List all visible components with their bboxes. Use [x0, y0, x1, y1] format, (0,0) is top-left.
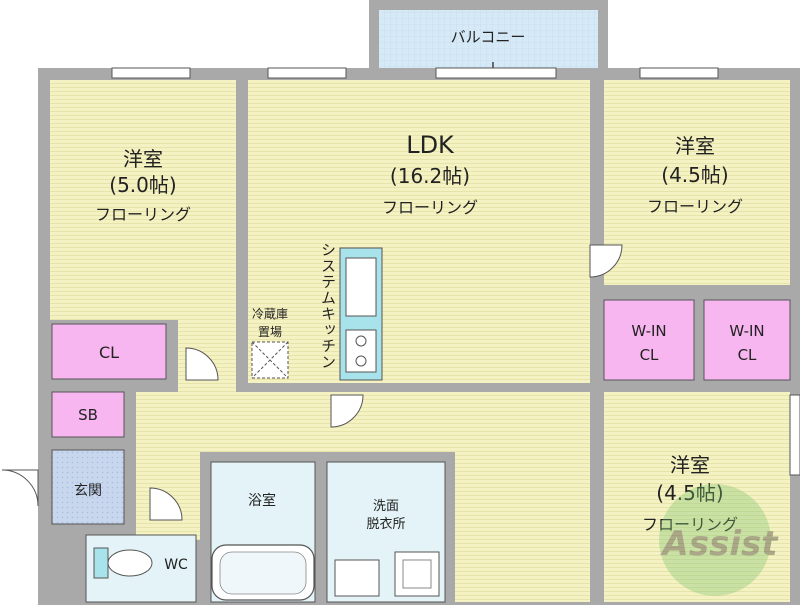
- shoe-box: [51, 391, 125, 438]
- ldk-name: LDK: [406, 131, 455, 159]
- wash-basin: [334, 559, 380, 597]
- interior-doors: [149, 244, 623, 521]
- ldk-floor: フローリング: [382, 198, 478, 217]
- ldk-room: [248, 80, 590, 383]
- ldk-size: (16.2帖): [390, 164, 470, 188]
- ldk-lower: [455, 450, 590, 602]
- shoe-box-label: SB: [78, 406, 98, 424]
- walk-in-right-line2: CL: [738, 346, 757, 364]
- walk-in-left-line1: W-IN: [631, 322, 666, 340]
- bath-label: 浴室: [248, 492, 276, 509]
- entrance-floor: [51, 449, 125, 525]
- western-bottom-right-name: 洋室: [670, 453, 710, 477]
- western-bottom-right-floor: フローリング: [642, 515, 738, 534]
- windows: [111, 67, 800, 476]
- western-left-floor: フローリング: [95, 205, 191, 224]
- western-left-name: 洋室: [123, 147, 163, 171]
- western-left-size: (5.0帖): [109, 173, 176, 197]
- walk-in-closet-left: [603, 299, 695, 381]
- walk-in-right-line1: W-IN: [729, 322, 764, 340]
- toilet-label: WC: [164, 557, 188, 573]
- walk-in-closet-right: [703, 299, 791, 381]
- western-room-top-right: [604, 80, 790, 285]
- watermark-text: Assist: [660, 524, 780, 564]
- washroom-label-1: 洗面: [373, 499, 399, 514]
- kitchen-sink: [345, 257, 377, 317]
- fridge-label-2: 置場: [258, 325, 282, 339]
- western-bottom-right-size: (4.5帖): [656, 481, 723, 505]
- fridge-space: [251, 341, 289, 379]
- toilet-bowl: [107, 549, 153, 577]
- washing-machine-space: [394, 551, 440, 597]
- closet: [51, 323, 167, 380]
- western-room-left: [50, 80, 236, 320]
- fridge-label-1: 冷蔵庫: [252, 307, 288, 321]
- balcony: [369, 0, 608, 88]
- balcony-label: バルコニー: [451, 28, 526, 46]
- western-top-right-floor: フローリング: [647, 197, 743, 216]
- washroom-label-2: 脱衣所: [366, 516, 405, 532]
- western-top-right-name: 洋室: [675, 134, 715, 158]
- toilet-tank: [93, 547, 109, 579]
- entrance-label: 玄関: [74, 482, 102, 499]
- watermark: Assist: [659, 484, 779, 596]
- western-top-right-size: (4.5帖): [661, 163, 728, 187]
- western-room-bottom-right: [604, 392, 790, 602]
- hallway: [136, 392, 590, 452]
- entrance-door: [1, 469, 39, 507]
- cooktop: [345, 329, 377, 373]
- kitchen-label: システムキッチン: [319, 242, 337, 370]
- closet-label: CL: [99, 343, 119, 362]
- walk-in-left-line2: CL: [640, 346, 659, 364]
